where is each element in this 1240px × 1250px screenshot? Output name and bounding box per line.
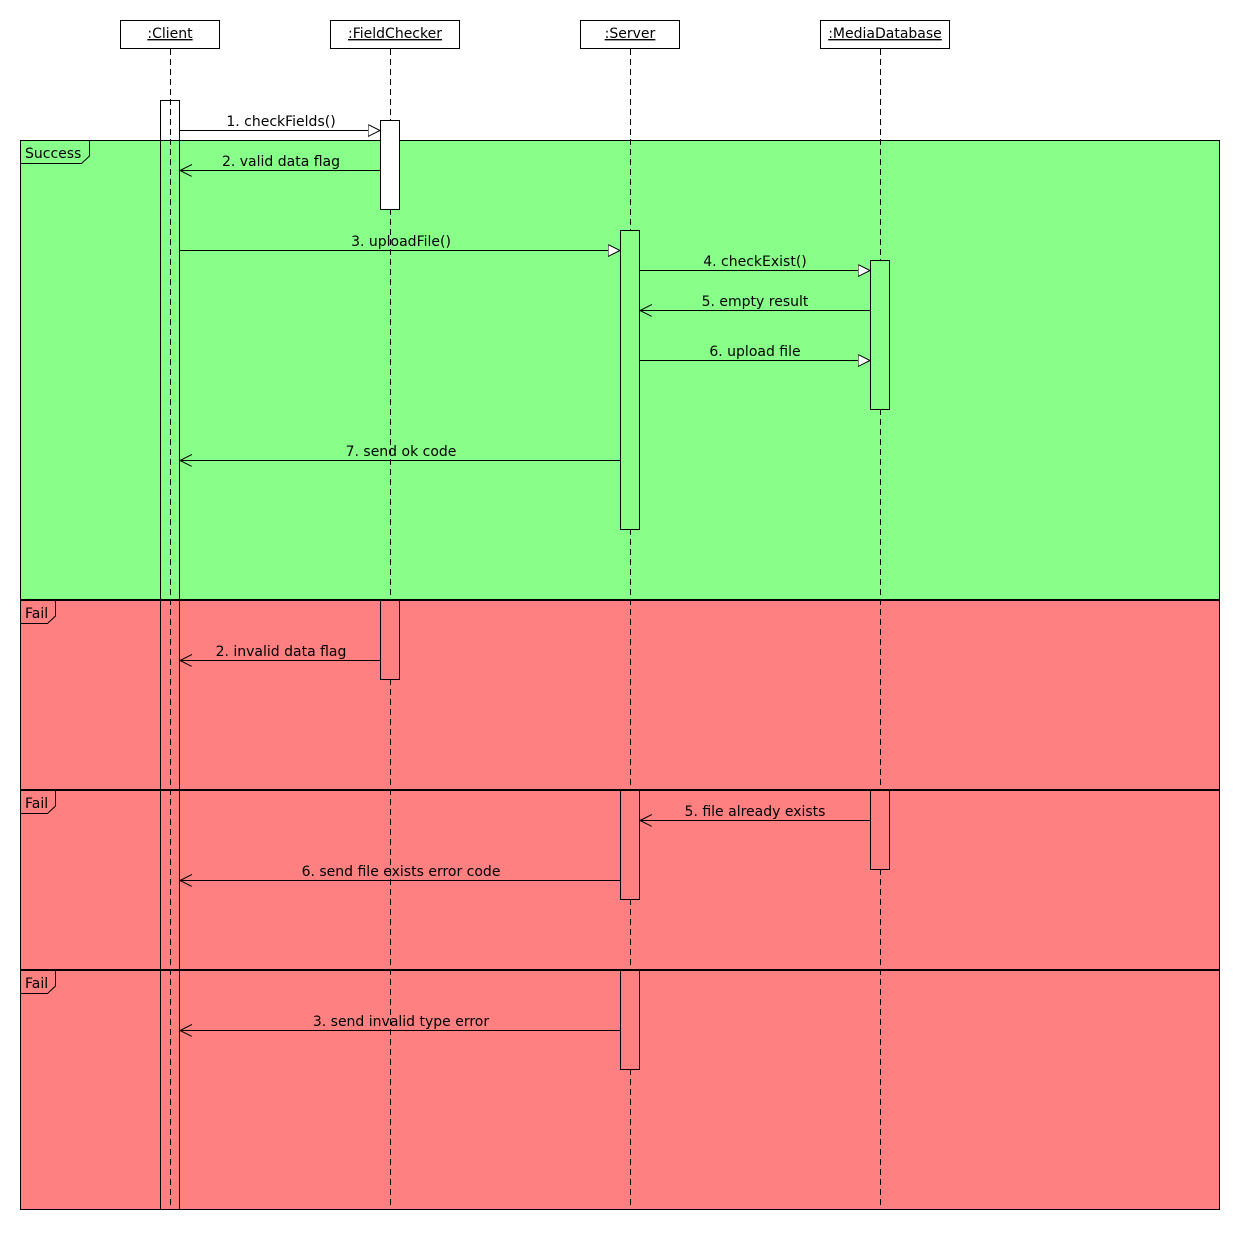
participant-server-box (580, 20, 680, 49)
message-upload-file-db: 6. upload file (640, 344, 870, 361)
participant-client: :Client (120, 20, 220, 49)
participant-client-box (120, 20, 220, 49)
activation-server (620, 970, 640, 1070)
message-upload-file: 3. uploadFile() (180, 234, 620, 251)
participant-fieldchecker-label: :FieldChecker (348, 26, 442, 42)
participant-mediadatabase: :MediaDatabase (820, 20, 950, 49)
participant-fieldchecker: :FieldChecker (330, 20, 460, 49)
message-label: 7. send ok code (346, 444, 457, 460)
fragment-fail-1-box (20, 599, 1220, 791)
participant-server: :Server (580, 20, 680, 49)
message-send-ok-code: 7. send ok code (180, 444, 620, 461)
activation-fieldchecker (380, 600, 400, 680)
message-label: 6. send file exists error code (302, 864, 501, 880)
message-send-invalid-type-error: 3. send invalid type error (180, 1014, 620, 1031)
message-file-already-exists: 5. file already exists (640, 804, 870, 821)
activation-mediadatabase (870, 790, 890, 870)
fragment-fail-1-tab (20, 600, 56, 624)
activation-mediadatabase (870, 260, 890, 410)
message-check-fields: 1. checkFields() (180, 114, 380, 131)
message-label: 1. checkFields() (226, 114, 335, 130)
message-send-file-exists-error: 6. send file exists error code (180, 864, 620, 881)
message-label: 3. uploadFile() (351, 234, 451, 250)
fragment-fail-1-label: Fail (25, 606, 48, 622)
fragment-fail-2-tab (20, 790, 56, 814)
message-valid-data-flag: 2. valid data flag (180, 154, 380, 171)
fragment-success-label: Success (25, 146, 81, 162)
activation-server (620, 230, 640, 530)
fragment-fail-3-label: Fail (25, 976, 48, 992)
participant-mediadatabase-box (820, 20, 950, 49)
participant-server-label: :Server (605, 26, 656, 42)
activation-server (620, 790, 640, 900)
fragment-fail-1 (20, 599, 1220, 791)
message-label: 6. upload file (709, 344, 800, 360)
activation-fieldchecker (380, 120, 400, 210)
participant-fieldchecker-box (330, 20, 460, 49)
message-label: 5. file already exists (685, 804, 826, 820)
message-label: 2. invalid data flag (216, 644, 347, 660)
message-label: 2. valid data flag (222, 154, 340, 170)
message-invalid-data-flag: 2. invalid data flag (180, 644, 380, 661)
message-empty-result: 5. empty result (640, 294, 870, 311)
fragment-fail-3-tab (20, 970, 56, 994)
message-label: 5. empty result (702, 294, 809, 310)
participant-client-label: :Client (147, 26, 193, 42)
participant-mediadatabase-label: :MediaDatabase (828, 26, 942, 42)
message-check-exist: 4. checkExist() (640, 254, 870, 271)
fragment-fail-2-label: Fail (25, 796, 48, 812)
fragment-success-tab (20, 140, 90, 164)
message-label: 4. checkExist() (703, 254, 807, 270)
message-label: 3. send invalid type error (313, 1014, 490, 1030)
